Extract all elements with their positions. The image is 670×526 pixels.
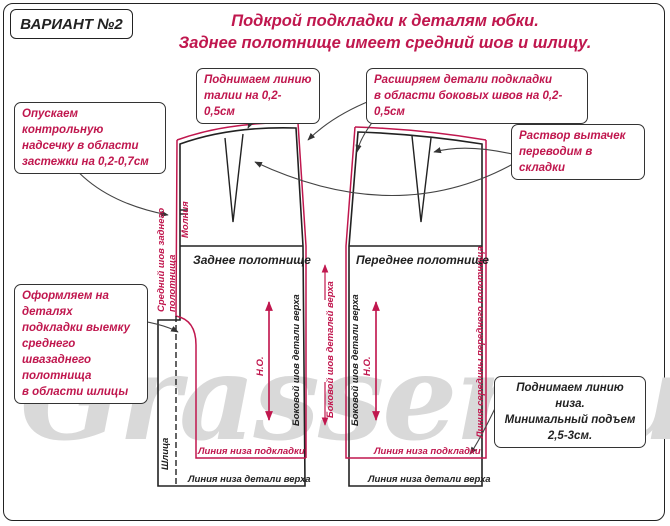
back-lining-outline bbox=[175, 122, 307, 459]
back-lining-hem-label: Линия низа подкладки bbox=[197, 446, 305, 457]
front-side-seam-label: Боковой шов деталей верха bbox=[325, 281, 336, 418]
back-center-seam-label-1: Средний шов заднего bbox=[156, 208, 167, 312]
back-center-seam-label-2: полотнища bbox=[167, 255, 178, 312]
front-lining-outline bbox=[345, 126, 487, 459]
back-panel-label: Заднее полотнище bbox=[193, 253, 311, 267]
back-side-seam-label: Боковой шов детали верха bbox=[291, 294, 302, 426]
title-line-2: Заднее полотнище имеет средний шов и шли… bbox=[178, 34, 592, 52]
diagram-frame bbox=[3, 3, 665, 521]
front-outer-hem-label: Линия низа детали верха bbox=[367, 474, 491, 485]
note-side-seams: Расширяем детали подкладки в области бок… bbox=[366, 68, 588, 124]
front-panel-label: Переднее полотнище bbox=[356, 253, 489, 267]
front-dart bbox=[411, 135, 432, 223]
note-slit: Оформляем на деталях подкладки выемку ср… bbox=[14, 284, 148, 404]
zipper-notches bbox=[180, 209, 188, 215]
front-center-line-label: Линия середины переднего полотнища bbox=[475, 246, 486, 439]
back-dart bbox=[224, 133, 244, 223]
note-hem: Поднимаем линию низа. Минимальный подъем… bbox=[494, 376, 646, 448]
back-panel-outline bbox=[157, 127, 306, 487]
slit-label: Шлица bbox=[160, 438, 171, 470]
title-line-1: Подкрой подкладки к деталям юбки. bbox=[231, 12, 539, 30]
front-side-seam-label-2: Боковой шов детали верха bbox=[350, 294, 361, 426]
note-darts: Раствор вытачек переводим в складки bbox=[511, 124, 645, 180]
note-notch: Опускаем контрольную надсечку в области … bbox=[14, 102, 166, 174]
page-title: Подкрой подкладки к деталям юбки. Заднее… bbox=[140, 10, 630, 54]
note-waist-line: Поднимаем линию талии на 0,2-0,5см bbox=[196, 68, 320, 124]
back-grain-label: Н.О. bbox=[255, 356, 266, 376]
back-outer-hem-label: Линия низа детали верха bbox=[187, 474, 311, 485]
front-grain-label: Н.О. bbox=[362, 356, 373, 376]
zipper-label: Молния bbox=[180, 201, 191, 238]
variant-badge: ВАРИАНТ №2 bbox=[10, 9, 133, 39]
front-panel-outline bbox=[348, 131, 483, 487]
front-lining-hem-label: Линия низа подкладки bbox=[373, 446, 481, 457]
